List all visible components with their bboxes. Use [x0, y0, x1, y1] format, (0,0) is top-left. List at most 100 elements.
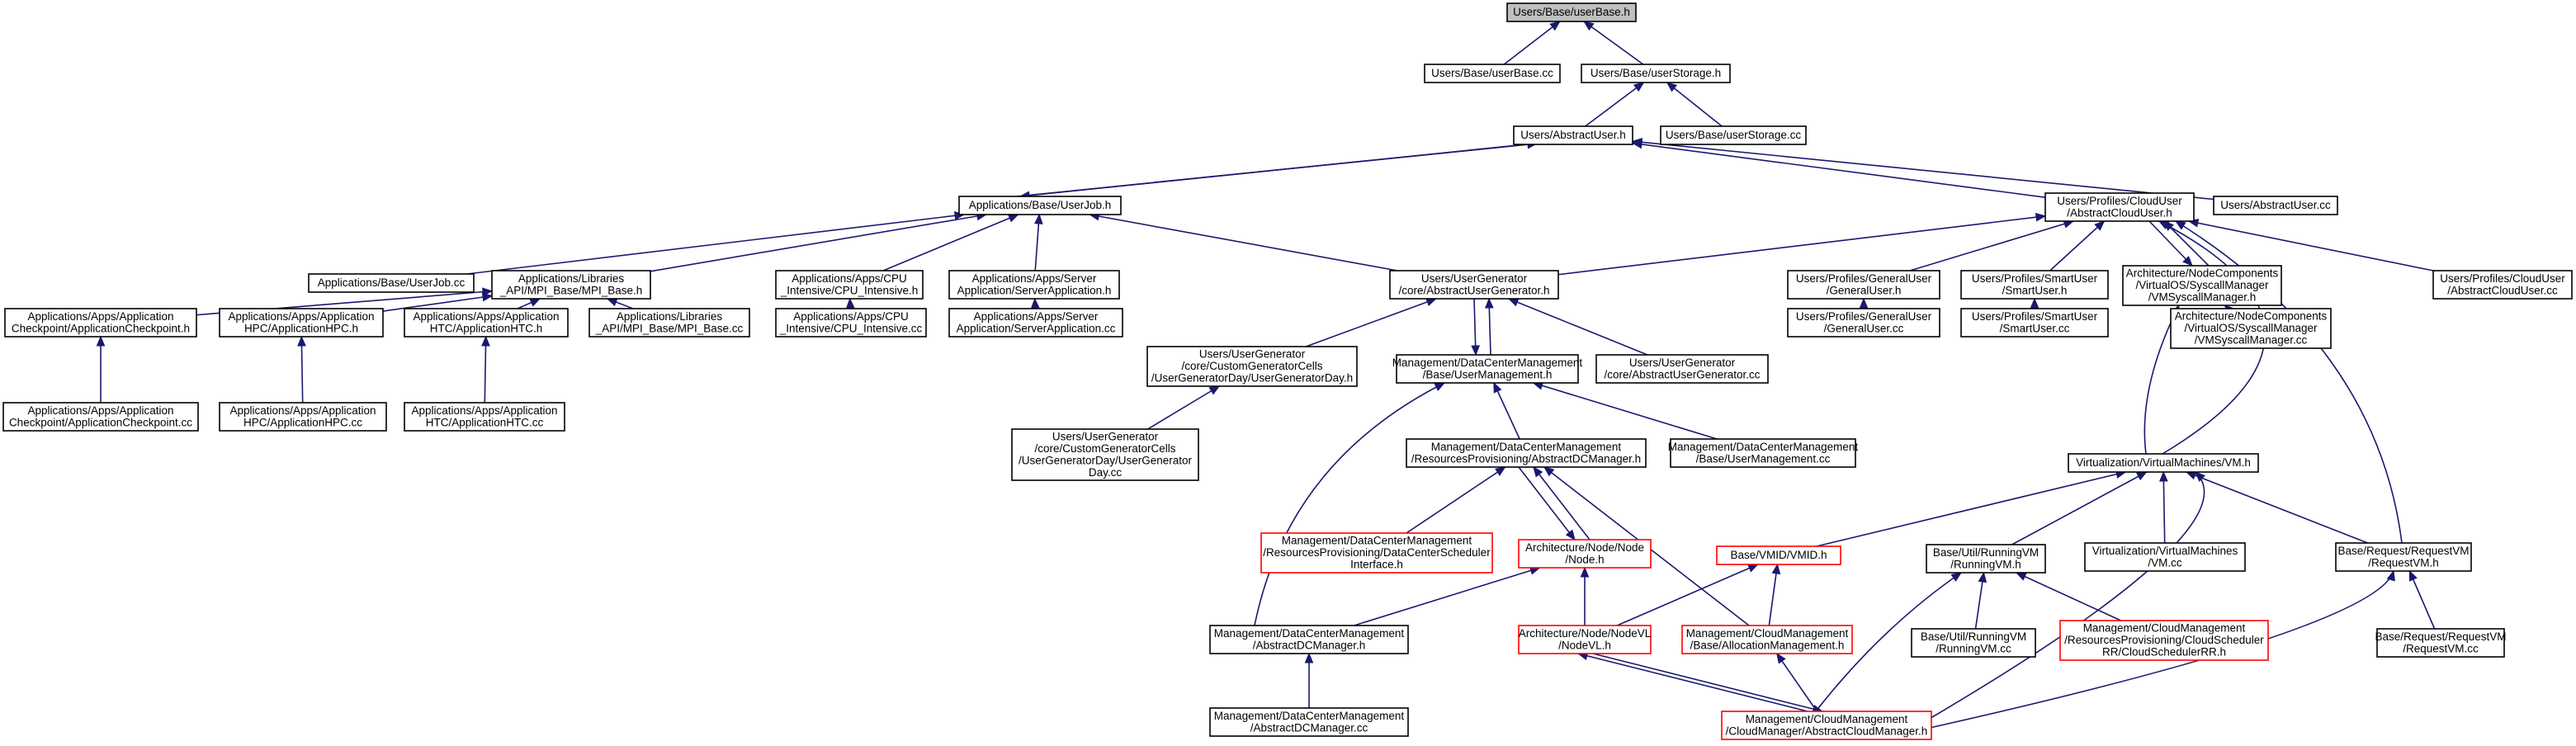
arrowhead	[1007, 214, 1019, 223]
edge-AbstractCloudUser_h-to-VMSyscallManager_h	[2148, 220, 2193, 267]
node-label-line: HPC/ApplicationHPC.cc	[243, 416, 362, 428]
node-label-line: HTC/ApplicationHTC.h	[430, 322, 543, 334]
node-box	[308, 273, 475, 293]
node-box	[1506, 2, 1637, 22]
node-Node-h[interactable]: Architecture/Node/Node/Node.h	[1518, 539, 1652, 569]
arrowhead	[1493, 381, 1502, 394]
node-RunningVM-cc[interactable]: Base/Util/RunningVM/RunningVM.cc	[1911, 628, 2036, 658]
node-label-line: /core/CustomGeneratorCells	[1181, 360, 1322, 372]
node-box	[1960, 270, 2109, 300]
node-CloudSchedulerRR-h[interactable]: Management/CloudManagement/ResourcesProv…	[2059, 620, 2269, 661]
node-AbstractCloudManager-h[interactable]: Management/CloudManagement/CloudManager/…	[1721, 711, 1932, 740]
node-VM-h[interactable]: Virtualization/VirtualMachines/VM.h	[2068, 453, 2259, 473]
node-UserManagement-cc[interactable]: Management/DataCenterManagement/Base/Use…	[1668, 438, 1859, 468]
node-SmartUser-h[interactable]: Users/Profiles/SmartUser/SmartUser.h	[1960, 270, 2109, 300]
node-label-line: Application/ServerApplication.cc	[957, 322, 1116, 334]
edge-line	[1815, 572, 1962, 712]
arrowhead	[1666, 82, 1678, 92]
node-box	[588, 308, 750, 338]
node-ApplicationHTC-cc[interactable]: Applications/Apps/ApplicationHTC/Applica…	[404, 402, 565, 432]
node-AbstractCloudUser-cc[interactable]: Users/Profiles/CloudUser/AbstractCloudUs…	[2432, 270, 2573, 300]
node-ApplicationCheckpoint-cc[interactable]: Applications/Apps/ApplicationCheckpoint/…	[2, 402, 199, 432]
arrowhead	[1776, 652, 1786, 664]
node-userBase-cc[interactable]: Users/Base/userBase.cc	[1424, 64, 1561, 83]
node-AbstractUserGenerator-cc[interactable]: Users/UserGenerator/core/AbstractUserGen…	[1595, 354, 1769, 384]
node-RequestVM-cc[interactable]: Base/Request/RequestVM/RequestVM.cc	[2375, 628, 2507, 658]
node-label-line: /VirtualOS/SyscallManager	[2135, 279, 2269, 291]
node-ApplicationHTC-h[interactable]: Applications/Apps/ApplicationHTC/Applica…	[404, 308, 569, 338]
node-VM-cc[interactable]: Virtualization/VirtualMachines/VM.cc	[2084, 542, 2246, 572]
node-ServerApplication-h[interactable]: Applications/Apps/ServerApplication/Serv…	[948, 270, 1120, 300]
node-AllocationManagement-h[interactable]: Management/CloudManagement/Base/Allocati…	[1681, 625, 1853, 654]
node-DataCenterSchedulerInterface-h[interactable]: Management/DataCenterManagement/Resource…	[1260, 532, 1493, 574]
node-AbstractDCManager-h[interactable]: Management/DataCenterManagement/Resource…	[1406, 438, 1647, 468]
node-AbstractUser-h[interactable]: Users/AbstractUser.h	[1513, 125, 1633, 145]
edge-GeneralUser_h-to-AbstractCloudUser_h	[1909, 220, 2075, 271]
edge-ApplicationHPC_cc-to-ApplicationHPC_h	[297, 335, 306, 404]
edge-AbstractDCManager_h-to-Node_h	[1518, 466, 1576, 541]
edge-MgmtAbstractDCManager_h-to-UserManagement_h	[1254, 382, 1446, 626]
node-CPU-Intensive-h[interactable]: Applications/Apps/CPU_Intensive/CPU_Inte…	[775, 270, 924, 300]
node-RunningVM-h[interactable]: Base/Util/RunningVM/RunningVM.h	[1926, 544, 2046, 574]
node-AbstractUserGenerator-h[interactable]: Users/UserGenerator/core/AbstractUserGen…	[1389, 270, 1559, 300]
node-GeneralUser-cc[interactable]: Users/Profiles/GeneralUser/GeneralUser.c…	[1787, 308, 1940, 338]
node-box	[2059, 620, 2269, 661]
node-MPI-Base-cc[interactable]: Applications/Libraries_API/MPI_Base/MPI_…	[588, 308, 750, 338]
node-label-line: Applications/Apps/Application	[229, 404, 376, 417]
node-MgmtAbstractDCManager-h[interactable]: Management/DataCenterManagement/Abstract…	[1209, 625, 1409, 654]
node-label-line: Applications/Apps/Application	[27, 404, 173, 417]
edge-AbstractUserGenerator_cc-to-AbstractUserGenerator_h	[1507, 298, 1648, 356]
node-label-line: _Intensive/CPU_Intensive.cc	[779, 322, 923, 334]
node-box	[2084, 542, 2246, 572]
node-userStorage-h[interactable]: Users/Base/userStorage.h	[1581, 64, 1731, 83]
node-UserGeneratorDay-h[interactable]: Users/UserGenerator/core/CustomGenerator…	[1146, 346, 1358, 387]
node-box	[404, 402, 565, 432]
node-label-line: HTC/ApplicationHTC.cc	[426, 416, 544, 428]
node-box	[1260, 532, 1493, 574]
edge-line	[1508, 298, 1648, 356]
node-VMSyscallManager-cc[interactable]: Architecture/NodeComponents/VirtualOS/Sy…	[2170, 308, 2332, 349]
arrowhead	[1633, 82, 1645, 92]
arrowhead	[845, 297, 855, 309]
node-AbstractDCManager-cc[interactable]: Management/DataCenterManagement/Abstract…	[1209, 707, 1409, 737]
edge-line	[1816, 471, 2126, 547]
node-UserJob-h[interactable]: Applications/Base/UserJob.h	[958, 196, 1122, 215]
node-label-line: Applications/Apps/Application	[413, 310, 559, 323]
node-SmartUser-cc[interactable]: Users/Profiles/SmartUser/SmartUser.cc	[1960, 308, 2109, 338]
node-userStorage-cc[interactable]: Users/Base/userStorage.cc	[1660, 125, 1807, 145]
arrowhead	[2015, 572, 2027, 581]
edge-UserManagement_cc-to-UserManagement_h	[1532, 381, 1718, 440]
arrowhead	[96, 335, 106, 347]
edge-line	[2175, 220, 2403, 544]
node-AbstractUser-cc[interactable]: Users/AbstractUser.cc	[2213, 196, 2338, 215]
node-RequestVM-h[interactable]: Base/Request/RequestVM/RequestVM.h	[2335, 542, 2472, 572]
node-label-line: /core/CustomGeneratorCells	[1034, 442, 1175, 455]
node-VMID-h[interactable]: Base/VMID/VMID.h	[1716, 545, 1841, 565]
edge-VM_cc-to-VM_h	[2159, 470, 2168, 544]
node-userBase-h[interactable]: Users/Base/userBase.h	[1506, 2, 1637, 22]
edge-AbstractUserGenerator_h-to-UserJob_h	[1088, 211, 1397, 271]
edge-userBase_cc-to-userBase_h	[1503, 21, 1561, 65]
arrowhead	[1583, 21, 1595, 31]
node-label-line: /Node.h	[1565, 553, 1604, 565]
node-ApplicationHPC-h[interactable]: Applications/Apps/ApplicationHPC/Applica…	[219, 308, 384, 338]
node-label-line: Users/Base/userBase.h	[1513, 6, 1630, 18]
edge-RequestVM_cc-to-RequestVM_h	[2408, 569, 2436, 630]
node-ApplicationHPC-cc[interactable]: Applications/Apps/ApplicationHPC/Applica…	[219, 402, 387, 432]
node-UserManagement-h[interactable]: Management/DataCenterManagement/Base/Use…	[1392, 354, 1583, 384]
node-ApplicationCheckpoint-h[interactable]: Applications/Apps/ApplicationCheckpoint/…	[4, 308, 197, 338]
node-MPI-Base-h[interactable]: Applications/Libraries_API/MPI_Base/MPI_…	[491, 270, 651, 300]
node-VMSyscallManager-h[interactable]: Architecture/NodeComponents/VirtualOS/Sy…	[2122, 265, 2282, 306]
node-NodeVL-h[interactable]: Architecture/Node/NodeVL/NodeVL.h	[1518, 625, 1652, 654]
edge-line	[2163, 220, 2210, 267]
node-UserGeneratorDay-cc[interactable]: Users/UserGenerator/core/CustomGenerator…	[1011, 428, 1199, 481]
node-CPU-Intensive-cc[interactable]: Applications/Apps/CPU_Intensive/CPU_Inte…	[775, 308, 927, 338]
node-label-line: Interface.h	[1350, 559, 1403, 571]
node-UserJob-cc[interactable]: Applications/Base/UserJob.cc	[308, 273, 475, 293]
node-AbstractCloudUser-h[interactable]: Users/Profiles/CloudUser/AbstractCloudUs…	[2044, 192, 2195, 222]
node-GeneralUser-h[interactable]: Users/Profiles/GeneralUser/GeneralUser.h	[1787, 270, 1940, 300]
node-label-line: /Base/UserManagement.h	[1423, 368, 1553, 380]
node-box	[948, 270, 1120, 300]
node-ServerApplication-cc[interactable]: Applications/Apps/ServerApplication/Serv…	[948, 308, 1123, 338]
arrowhead	[2195, 471, 2205, 482]
